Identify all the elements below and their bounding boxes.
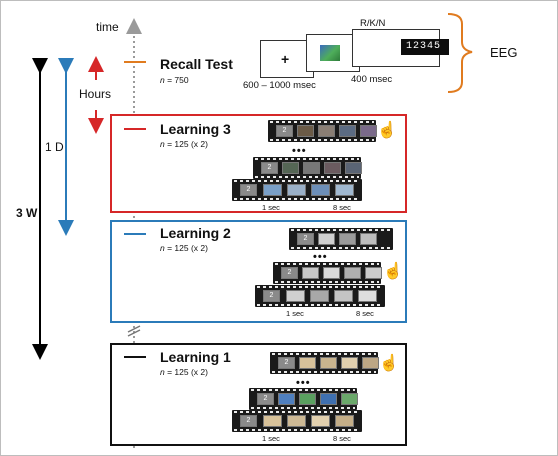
hand-cursor-icon: ☝ — [379, 355, 399, 372]
photo-frame — [360, 233, 377, 245]
photo-frame — [310, 290, 329, 302]
learning-3-tick — [124, 128, 146, 130]
film-strip: 2 — [249, 388, 358, 410]
photo-frame — [286, 290, 305, 302]
learning-2-n: n = 125 (x 2) — [160, 243, 208, 253]
photo-frame — [318, 125, 335, 137]
photo-frame — [345, 162, 362, 174]
ellipsis: ••• — [292, 145, 307, 157]
time-short: 1 sec — [286, 309, 304, 318]
photo-frame — [303, 162, 320, 174]
photo-frame — [282, 162, 299, 174]
three-weeks-label: 3 W — [16, 206, 38, 220]
photo-frame — [278, 393, 295, 405]
photo-frame — [320, 357, 337, 369]
ellipsis: ••• — [296, 377, 311, 389]
time-long: 8 sec — [333, 434, 351, 443]
photo-frame — [339, 233, 356, 245]
photo-frame — [341, 393, 358, 405]
fixation-frame: 2 — [276, 125, 293, 137]
photo-frame — [318, 233, 335, 245]
photo-frame — [263, 415, 282, 427]
learning-2-title: Learning 2 — [160, 225, 231, 241]
response-screen: 12345 — [352, 29, 449, 67]
photo-frame — [297, 125, 314, 137]
photo-frame — [311, 415, 330, 427]
fixation-frame: 2 — [240, 184, 257, 196]
film-strip: 2 — [268, 120, 377, 142]
film-strip: 2 — [255, 285, 385, 307]
fixation-frame: 2 — [281, 267, 298, 279]
photo-frame — [323, 267, 340, 279]
photo-frame — [287, 184, 306, 196]
photo-frame — [263, 184, 282, 196]
photo-frame — [287, 415, 306, 427]
fixation-frame: 2 — [263, 290, 280, 302]
photo-frame — [341, 357, 358, 369]
recall-n: n = 750 — [160, 75, 189, 85]
response-key-bar — [401, 39, 449, 55]
axis-break-mark — [127, 325, 141, 333]
film-strip: 2 — [270, 352, 379, 374]
fixation-frame: 2 — [261, 162, 278, 174]
photo-frame — [320, 393, 337, 405]
photo-frame — [324, 162, 341, 174]
learning-3-n: n = 125 (x 2) — [160, 139, 208, 149]
photo-frame — [299, 393, 316, 405]
photo-frame — [299, 357, 316, 369]
film-strip: 2 — [232, 179, 362, 201]
film-strip: 2 — [253, 157, 362, 179]
photo-frame — [334, 290, 353, 302]
eeg-brace — [447, 13, 473, 93]
ellipsis: ••• — [313, 251, 328, 263]
photo-frame — [360, 125, 377, 137]
film-strip: 2 — [232, 410, 362, 432]
hours-label: Hours — [79, 87, 112, 101]
photo-frame — [339, 125, 356, 137]
photo-frame — [358, 290, 377, 302]
fixation-cross: + — [281, 51, 290, 67]
learning-3-title: Learning 3 — [160, 121, 231, 137]
hand-cursor-icon: ☝ — [383, 263, 403, 280]
time-long: 8 sec — [356, 309, 374, 318]
axis-break-mark — [127, 329, 141, 337]
fixation-frame: 2 — [240, 415, 257, 427]
eeg-label: EEG — [490, 45, 518, 60]
image-duration: 400 msec — [351, 74, 393, 85]
fixation-duration: 600 – 1000 msec — [243, 80, 316, 91]
recall-title: Recall Test — [160, 56, 233, 72]
learning-1-n: n = 125 (x 2) — [160, 367, 208, 377]
photo-frame — [335, 415, 354, 427]
response-label: R/K/N — [360, 18, 386, 29]
learning-1-tick — [124, 356, 146, 358]
image-screen — [306, 34, 360, 72]
time-label: time — [96, 20, 119, 34]
photo-frame — [311, 184, 330, 196]
fixation-frame: 2 — [257, 393, 274, 405]
time-short: 1 sec — [262, 434, 280, 443]
memory-image — [320, 45, 340, 61]
fixation-frame: 2 — [297, 233, 314, 245]
photo-frame — [365, 267, 382, 279]
learning-1-title: Learning 1 — [160, 349, 231, 365]
one-day-label: 1 D — [45, 140, 64, 154]
photo-frame — [362, 357, 379, 369]
film-strip: 2 — [273, 262, 382, 284]
photo-frame — [302, 267, 319, 279]
photo-frame — [344, 267, 361, 279]
film-strip: 2 — [289, 228, 393, 250]
response-keys: 12345 — [406, 41, 442, 52]
hand-cursor-icon: ☝ — [377, 122, 397, 139]
time-long: 8 sec — [333, 203, 351, 212]
fixation-frame: 2 — [278, 357, 295, 369]
photo-frame — [335, 184, 354, 196]
learning-2-tick — [124, 233, 146, 235]
time-short: 1 sec — [262, 203, 280, 212]
